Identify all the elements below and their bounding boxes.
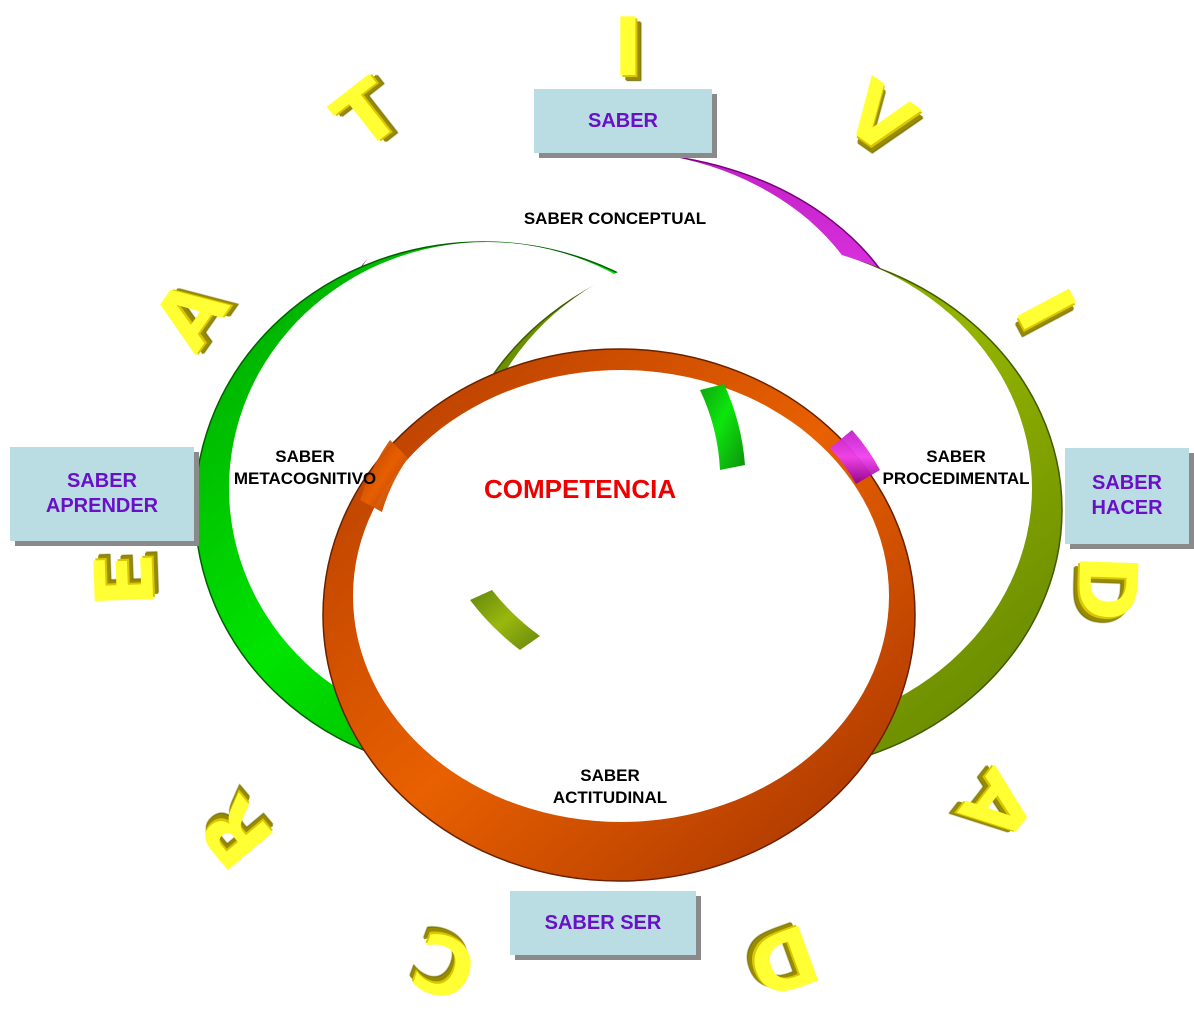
weave-orange-1: [360, 440, 408, 512]
box-saber-ser-label: SABER SER: [544, 911, 662, 934]
label-saber-procedimental: SABER PROCEDIMENTAL: [882, 447, 1030, 489]
box-saber-hacer-label: SABER HACER: [1091, 472, 1163, 519]
label-saber-actitudinal: SABER ACTITUDINAL: [552, 766, 668, 808]
box-saber-label: SABER: [587, 109, 658, 132]
box-saber: SABER: [534, 89, 712, 153]
label-saber-conceptual: SABER CONCEPTUAL: [523, 209, 707, 228]
letter-d-right: D: [1059, 553, 1155, 623]
box-saber-aprender-label: SABER APRENDER: [45, 470, 159, 517]
weave-olive-1: [470, 590, 540, 650]
box-saber-aprender: SABER APRENDER: [10, 447, 194, 541]
label-saber-metacognitivo: SABER METACOGNITIVO: [233, 447, 377, 489]
letter-e: E: [77, 551, 173, 609]
weave-magenta-1: [830, 430, 880, 484]
ring-actitudinal: [322, 348, 916, 882]
center-competencia: COMPETENCIA: [484, 474, 677, 504]
box-saber-hacer: SABER HACER: [1065, 448, 1189, 544]
letter-i-top: I: [613, 1, 643, 94]
box-saber-ser: SABER SER: [510, 891, 696, 955]
weave-green-1: [700, 384, 745, 470]
